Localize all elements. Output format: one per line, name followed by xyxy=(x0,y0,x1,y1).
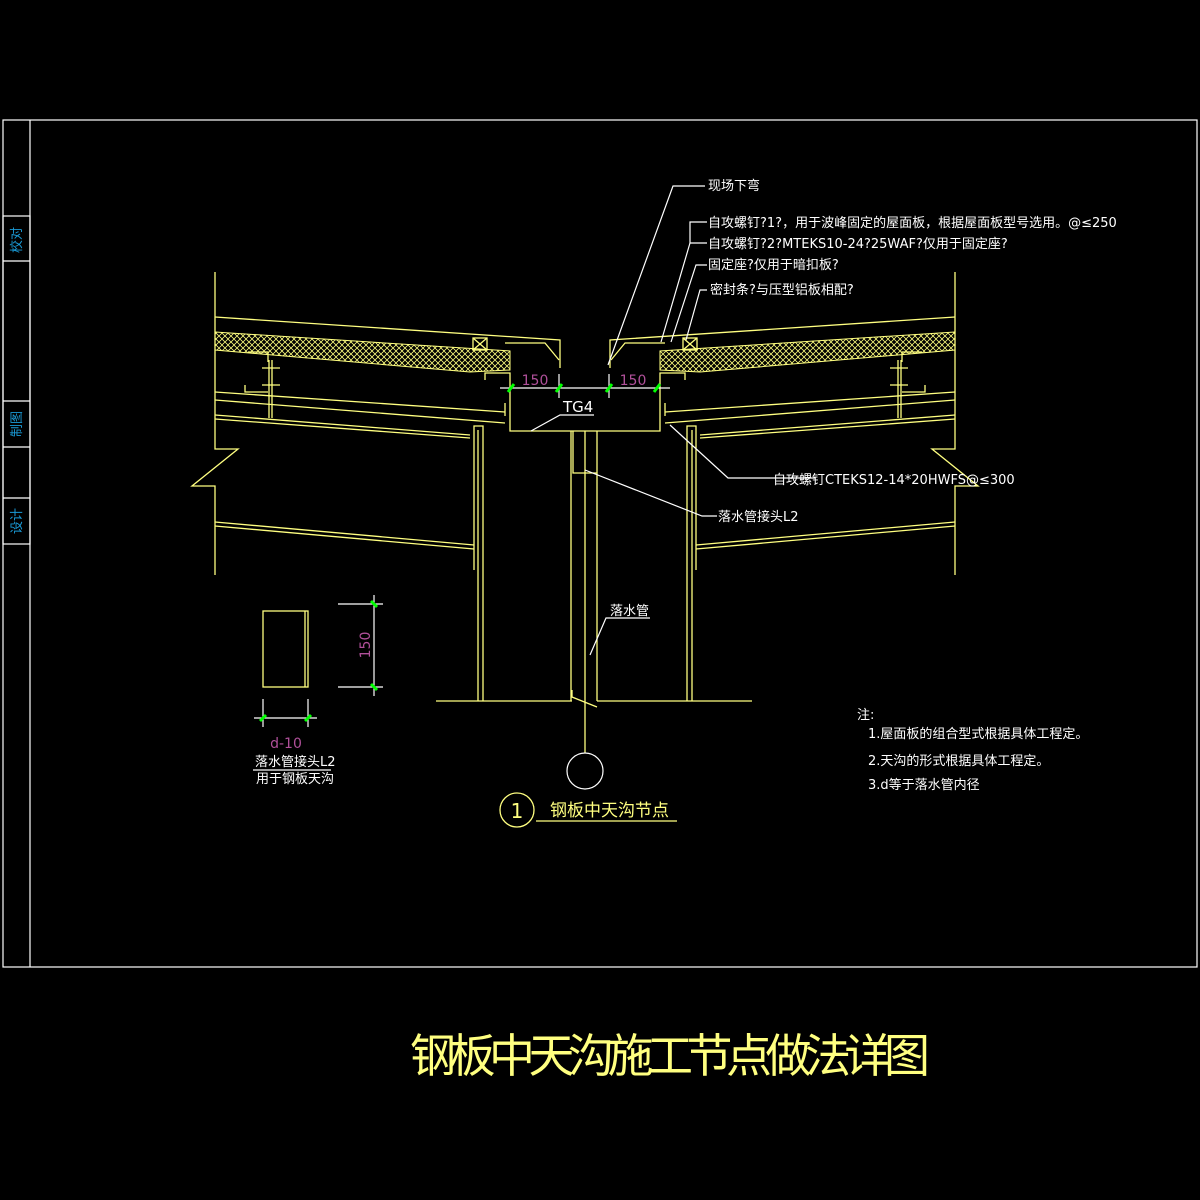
callout-seal: 密封条?与压型铝板相配? xyxy=(710,282,854,298)
dim-right-width: 150 xyxy=(620,373,647,389)
notes-heading: 注: xyxy=(857,708,874,723)
joint-detail xyxy=(253,595,383,771)
callout-screw3: 自攻螺钉CTEKS12-14*20HWFS@≤300 xyxy=(773,473,1015,488)
detail-mark-circle xyxy=(499,792,535,828)
joint-name: 落水管接头L2 xyxy=(255,754,336,770)
side-label-design: 设计 xyxy=(10,508,25,534)
page-title: 钢板中天沟施工节点做法详图 xyxy=(410,1029,930,1083)
note-1: 1.屋面板的组合型式根据具体工程定。 xyxy=(868,726,1088,742)
gutter-label: TG4 xyxy=(562,398,593,416)
downpipe xyxy=(436,431,752,790)
callout-screw2: 自攻螺钉?2?MTEKS10-24?25WAF?仅用于固定座? xyxy=(708,237,1008,252)
dim-joint-width: d-10 xyxy=(270,736,302,752)
joint-note: 用于钢板天沟 xyxy=(256,772,334,787)
detail-mark-number: 1 xyxy=(511,799,524,823)
leaders xyxy=(584,185,815,656)
callout-bend: 现场下弯 xyxy=(708,178,760,194)
side-label-check: 校对 xyxy=(9,227,25,253)
detail-mark-name: 钢板中天沟节点 xyxy=(550,801,669,821)
drawing-frame xyxy=(2,119,1198,968)
side-label-draw: 制图 xyxy=(10,411,25,437)
note-2: 2.天沟的形式根据具体工程定。 xyxy=(868,753,1049,769)
roof-section-left xyxy=(190,272,585,701)
dim-left-width: 150 xyxy=(522,373,549,389)
dim-joint-height: 150 xyxy=(358,632,374,659)
note-3: 3.d等于落水管内径 xyxy=(868,777,980,793)
callout-seat: 固定座?仅用于暗扣板? xyxy=(708,258,839,273)
callout-screw1: 自攻螺钉?1?，用于波峰固定的屋面板，根据屋面板型号选用。@≤250 xyxy=(708,215,1117,231)
callout-joint: 落水管接头L2 xyxy=(718,509,799,525)
dimension-top xyxy=(500,374,670,398)
callout-pipe: 落水管 xyxy=(610,604,649,619)
